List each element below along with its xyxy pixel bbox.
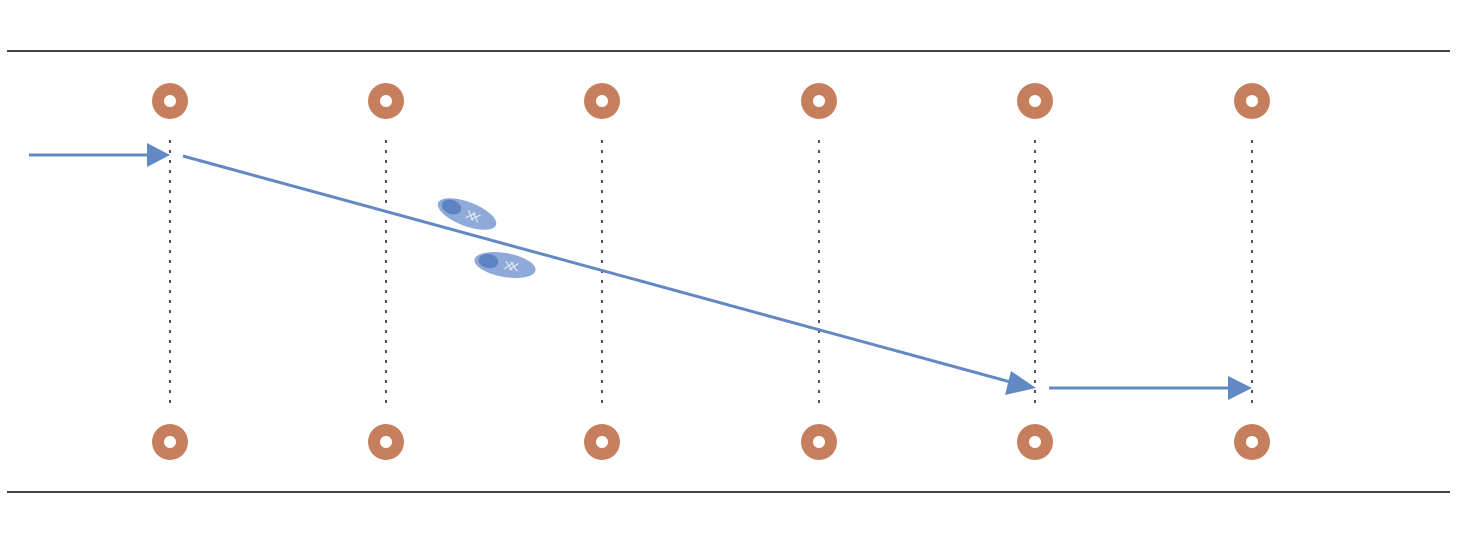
- cone-icon: [368, 83, 404, 119]
- cone-icon: [1234, 424, 1270, 460]
- shoe-icon: [474, 252, 536, 278]
- divider-lines: [169, 140, 1253, 410]
- running-path: [29, 143, 1252, 400]
- cone-icon: [801, 424, 837, 460]
- bottom-cone-row: [152, 424, 1270, 460]
- cone-icon: [1017, 83, 1053, 119]
- arrow-icon: [1005, 371, 1036, 395]
- cone-icon: [1234, 83, 1270, 119]
- cone-icon: [152, 83, 188, 119]
- top-cone-row: [152, 83, 1270, 119]
- cone-icon: [368, 424, 404, 460]
- cone-icon: [801, 83, 837, 119]
- arrow-icon: [147, 143, 170, 167]
- cone-icon: [584, 424, 620, 460]
- shoe-icon: [437, 198, 497, 230]
- arrow-icon: [1228, 376, 1252, 400]
- cone-icon: [1017, 424, 1053, 460]
- entry-arrow: [29, 143, 170, 167]
- cone-icon: [152, 424, 188, 460]
- exit-arrow: [1049, 376, 1252, 400]
- diagonal-arrow: [182, 154, 1036, 395]
- footsteps: [437, 198, 536, 278]
- cone-icon: [584, 83, 620, 119]
